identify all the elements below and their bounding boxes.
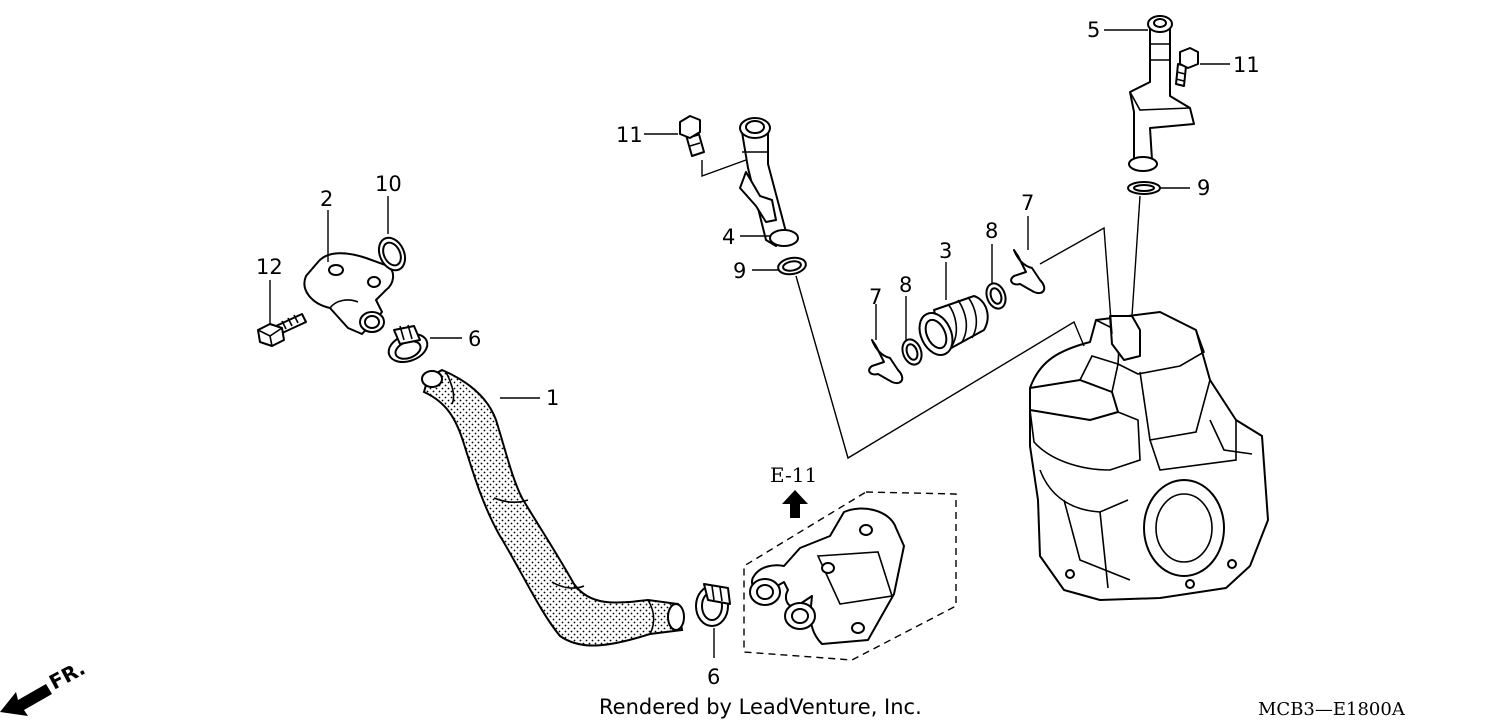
o-ring-left	[901, 338, 923, 366]
water-pump-reference	[743, 491, 957, 661]
reference-label: E-11	[770, 463, 817, 487]
callout-tube-seal: 3	[939, 239, 952, 263]
front-direction-arrow-icon	[0, 684, 52, 716]
water-pipe-front	[739, 117, 799, 247]
callout-bolt-rear: 11	[1233, 53, 1260, 77]
tube-seal	[918, 295, 989, 356]
callout-bolt-joint: 12	[256, 255, 283, 279]
water-pipe-rear	[1128, 15, 1195, 172]
o-ring-joint	[377, 236, 407, 272]
callout-clip-left: 7	[869, 285, 882, 309]
reference-arrow-icon	[782, 490, 808, 518]
callout-labels: 1 2 3 4 5 6 6 7 7 8 8 9 9 10 11 11 12	[256, 18, 1260, 689]
bolt-pipe-rear	[1175, 47, 1199, 87]
callout-joint: 2	[320, 187, 333, 211]
o-ring-pipe-front	[777, 256, 807, 276]
bolt-joint	[257, 313, 307, 347]
o-ring-pipe-rear	[1127, 181, 1161, 195]
callout-oring-right: 8	[985, 219, 998, 243]
callout-clamp-lower: 6	[707, 665, 720, 689]
water-joint	[303, 252, 394, 335]
callout-oring-front: 9	[733, 259, 746, 283]
engine	[1029, 311, 1269, 601]
callout-pipe-rear: 5	[1087, 18, 1100, 42]
hose-clamp-lower	[695, 583, 731, 627]
front-direction-indicator: FR.	[0, 656, 89, 716]
diagram-code: MCB3—E1800A	[1258, 699, 1406, 720]
callout-pipe-front: 4	[722, 225, 735, 249]
clip-left	[868, 339, 904, 384]
callout-oring-rear: 9	[1197, 176, 1210, 200]
clip-right	[1010, 249, 1046, 294]
callout-bolt-front: 11	[616, 123, 643, 147]
callout-hose: 1	[546, 386, 559, 410]
bolt-pipe-front	[679, 115, 705, 157]
leader-lines	[269, 29, 1230, 658]
callout-clip-right: 7	[1021, 191, 1034, 215]
callout-oring-joint: 10	[375, 172, 402, 196]
front-direction-label: FR.	[45, 656, 89, 695]
hose-clamp-upper	[387, 324, 429, 364]
o-ring-right	[985, 282, 1007, 310]
render-credit: Rendered by LeadVenture, Inc.	[599, 695, 922, 719]
callout-oring-left: 8	[899, 273, 912, 297]
callout-clamp-upper: 6	[468, 327, 481, 351]
water-hose	[421, 368, 685, 647]
